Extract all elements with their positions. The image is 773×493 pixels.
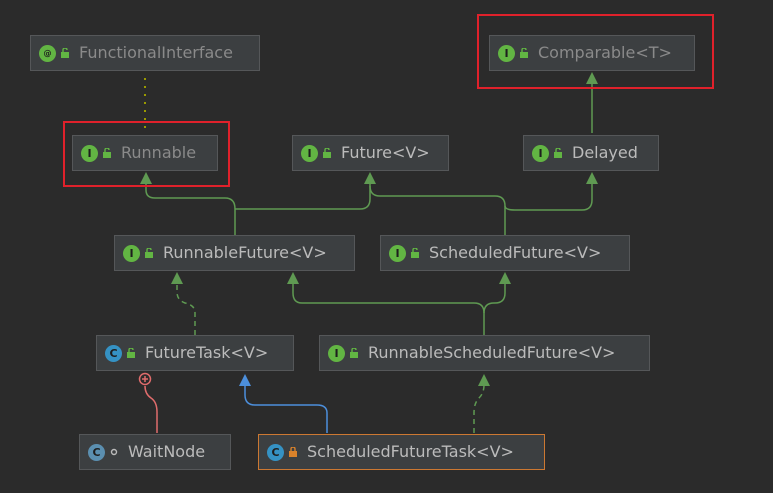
highlight-box-runnable: [63, 121, 230, 187]
node-future[interactable]: I Future<V>: [292, 135, 449, 171]
node-comparable[interactable]: I Comparable<T>: [489, 35, 695, 71]
interface-icon: I: [301, 144, 318, 162]
class-icon: C: [267, 443, 284, 461]
node-label: RunnableFuture<V>: [163, 243, 327, 262]
node-label: Future<V>: [341, 143, 430, 162]
node-future-task[interactable]: C FutureTask<V>: [96, 335, 294, 371]
unlock-icon: [60, 48, 70, 58]
unlock-icon: [102, 148, 112, 158]
unlock-icon: [410, 248, 420, 258]
node-label: FutureTask<V>: [145, 343, 269, 362]
edge-delayed-comparable: [586, 72, 598, 133]
node-runnable-future[interactable]: I RunnableFuture<V>: [114, 235, 355, 271]
unlock-icon: [519, 48, 529, 58]
node-functional-interface[interactable]: @ FunctionalInterface: [30, 35, 260, 71]
node-label: ScheduledFuture<V>: [429, 243, 602, 262]
annotation-icon: @: [39, 44, 56, 62]
private-lock-icon: [288, 447, 298, 457]
unlock-icon: [349, 348, 359, 358]
node-label: FunctionalInterface: [79, 43, 233, 62]
node-label: Comparable<T>: [538, 43, 672, 62]
interface-icon: I: [81, 144, 98, 162]
interface-icon: I: [532, 144, 549, 162]
edge-scheduledfuture-parents: [369, 172, 598, 235]
node-label: Delayed: [572, 143, 638, 162]
unlock-icon: [144, 248, 154, 258]
node-wait-node[interactable]: C WaitNode: [79, 434, 231, 470]
static-class-icon: C: [88, 443, 105, 461]
unlock-icon: [126, 348, 136, 358]
interface-icon: I: [123, 244, 140, 262]
node-runnable-scheduled-future[interactable]: I RunnableScheduledFuture<V>: [319, 335, 650, 371]
class-icon: C: [105, 344, 122, 362]
package-private-icon: [109, 447, 119, 457]
highlight-box-comparable: [477, 14, 714, 89]
interface-icon: I: [389, 244, 406, 262]
edge-waitnode-futuretask: [138, 372, 158, 433]
interface-icon: I: [328, 344, 345, 362]
node-scheduled-future-task[interactable]: C ScheduledFutureTask<V>: [258, 434, 545, 470]
node-runnable[interactable]: I Runnable: [72, 135, 218, 171]
interface-icon: I: [498, 44, 515, 62]
node-delayed[interactable]: I Delayed: [523, 135, 659, 171]
edge-scheduledfuturetask-futuretask: [239, 374, 328, 433]
node-label: WaitNode: [128, 442, 206, 461]
node-scheduled-future[interactable]: I ScheduledFuture<V>: [380, 235, 630, 271]
edge-scheduledfuturetask-runnablescheduledfuture: [473, 374, 490, 433]
edge-futuretask-runnablefuture: [171, 272, 196, 335]
node-label: RunnableScheduledFuture<V>: [368, 343, 616, 362]
node-label: Runnable: [121, 143, 197, 162]
unlock-icon: [322, 148, 332, 158]
unlock-icon: [553, 148, 563, 158]
node-label: ScheduledFutureTask<V>: [307, 442, 514, 461]
edge-runnablefuture-parents: [140, 172, 376, 235]
edge-runnablescheduledfuture-parents: [287, 272, 511, 335]
